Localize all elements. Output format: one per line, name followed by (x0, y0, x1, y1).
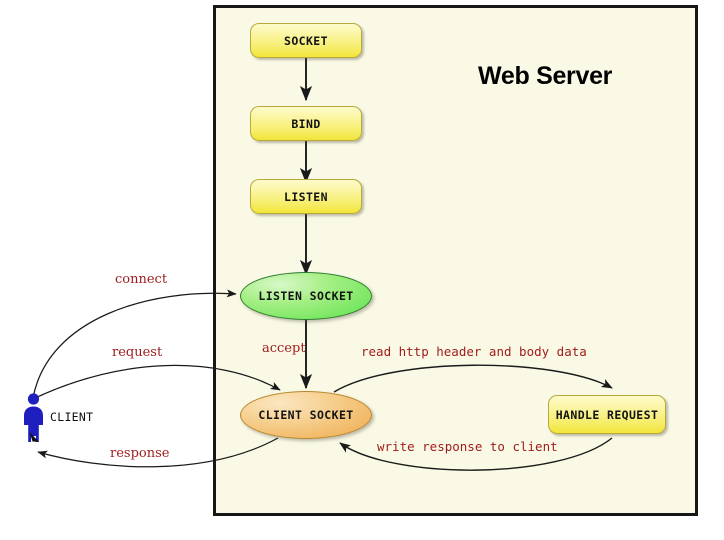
node-handle-request[interactable]: HANDLE REQUEST (548, 395, 666, 434)
web-server-title: Web Server (478, 62, 613, 90)
node-bind[interactable]: BIND (250, 106, 362, 141)
edge-label-connect: connect (115, 272, 168, 287)
node-socket[interactable]: SOCKET (250, 23, 362, 58)
person-icon (24, 393, 43, 442)
node-listen[interactable]: LISTEN (250, 179, 362, 214)
edge-label-request: request (112, 345, 163, 360)
edge-label-write-response: write response to client (377, 439, 558, 454)
edge-label-accept: accept (262, 341, 306, 356)
node-client-socket[interactable]: CLIENT SOCKET (240, 391, 372, 439)
client-label: CLIENT (50, 410, 94, 424)
edge-label-response: response (110, 446, 170, 461)
node-listen-socket[interactable]: LISTEN SOCKET (240, 272, 372, 320)
edge-label-read-http: read http header and body data (361, 344, 587, 359)
